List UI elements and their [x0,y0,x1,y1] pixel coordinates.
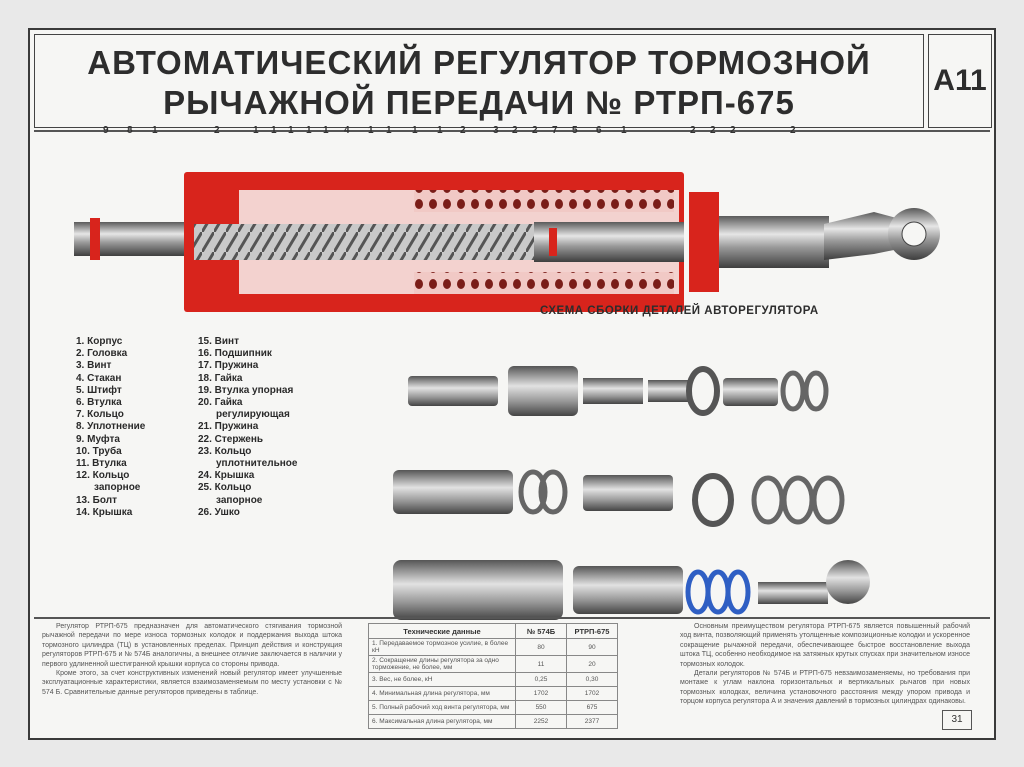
part-item: 23. Кольцо [198,445,252,457]
table-row: 5. Полный рабочий ход винта регулятора, … [368,700,618,715]
head-section [689,192,719,292]
sheet-code: А11 [928,34,992,128]
part-item: запорное [94,482,141,494]
part-item: 26. Ушко [198,506,240,518]
part-item: 12. Кольцо [76,470,130,482]
callout: 1 [621,125,627,136]
callout: 4 [344,125,350,136]
callout: 1 [412,125,418,136]
regulator-cutaway-drawing [74,172,940,312]
description-right: Основным преимуществом регулятора РТРП-6… [680,622,970,707]
part-item: 7. Кольцо [76,409,124,421]
screw [194,224,534,260]
right-tube [719,216,829,268]
part-item: 6. Втулка [76,397,122,409]
paragraph: Кроме этого, за счет конструктивных изме… [42,670,342,696]
part-item: запорное [216,494,263,506]
part-item: 14. Крышка [76,506,133,518]
paragraph: Детали регуляторов № 574Б и РТРП-675 нев… [680,670,970,706]
part-item: 22. Стержень [198,433,264,445]
paragraph: Регулятор РТРП-675 предназначен для авто… [42,623,342,668]
callout: 2 [532,125,538,136]
callout: 2 [512,125,518,136]
callout: 9 [103,125,109,136]
table-header: РТРП-675 [566,623,618,639]
part-item: 18. Гайка [198,372,243,384]
part-item: 10. Труба [76,445,122,457]
part-item: 4. Стакан [76,372,122,384]
callout: 1 [437,125,443,136]
title-box: АВТОМАТИЧЕСКИЙ РЕГУЛЯТОР ТОРМОЗНОЙ РЫЧАЖ… [34,34,924,128]
poster-sheet: АВТОМАТИЧЕСКИЙ РЕГУЛЯТОР ТОРМОЗНОЙ РЫЧАЖ… [28,28,996,740]
callout: 1 [152,125,158,136]
callout: 1 [253,125,259,136]
callout: 3 [493,125,499,136]
poster-title: АВТОМАТИЧЕСКИЙ РЕГУЛЯТОР ТОРМОЗНОЙ РЫЧАЖ… [35,43,923,123]
exploded-assembly-drawing [393,366,870,620]
callout: 2 [790,125,796,136]
title-line-2: РЫЧАЖНОЙ ПЕРЕДАЧИ № РТРП-675 [163,84,795,121]
title-line-1: АВТОМАТИЧЕСКИЙ РЕГУЛЯТОР ТОРМОЗНОЙ [87,44,871,81]
page-number: 31 [942,710,972,730]
part-item: 25. Кольцо [198,482,252,494]
part-item: 16. Подшипник [198,348,272,360]
parts-list-right: 15. Винт 16. Подшипник 17. Пружина 18. Г… [198,336,297,519]
callout: 2 [730,125,736,136]
part-item: 1. Корпус [76,336,123,347]
table-row: 1. Передаваемое тормозное усилие, в боле… [368,638,618,656]
callout: 2 [460,125,466,136]
callout: 1 [323,125,329,136]
callout: 7 [552,125,558,136]
paragraph: Основным преимуществом регулятора РТРП-6… [680,623,970,668]
part-item: 3. Винт [76,360,112,372]
part-item: 11. Втулка [76,458,127,470]
part-item: регулирующая [216,409,290,421]
part-item: 20. Гайка [198,397,243,409]
spring-top [414,190,674,212]
callout: 1 [271,125,277,136]
header-divider [34,130,990,132]
callout: 2 [710,125,716,136]
specs-table: Технические данные № 574Б РТРП-675 1. Пе… [368,623,618,729]
parts-list-left: 1. Корпус 2. Головка 3. Винт 4. Стакан 5… [76,336,145,519]
assembly-scheme-title: СХЕМА СБОРКИ ДЕТАЛЕЙ АВТОРЕГУЛЯТОРА [540,305,819,317]
part-item: 17. Пружина [198,360,259,372]
part-item: уплотнительное [216,458,298,470]
part-item: 21. Пружина [198,421,259,433]
eye-arm [824,212,904,260]
callout: 1 [368,125,374,136]
rod-inner [534,222,684,262]
spring-bottom [414,272,674,294]
callout: 2 [690,125,696,136]
part-item: 24. Крышка [198,470,255,482]
part-item: 5. Штифт [76,384,122,396]
part-item: 8. Уплотнение [76,421,146,433]
part-item: 9. Муфта [76,433,120,445]
bottom-divider [34,617,990,619]
part-item: 19. Втулка упорная [198,384,294,396]
callout: 1 [306,125,312,136]
callout: 8 [127,125,133,136]
part-item: 2. Головка [76,348,128,360]
callout: 1 [386,125,392,136]
callout: 1 [288,125,294,136]
description-left: Регулятор РТРП-675 предназначен для авто… [42,622,342,697]
table-header: № 574Б [515,623,567,639]
callout: 2 [214,125,220,136]
table-header: Технические данные [368,623,516,639]
part-item: 13. Болт [76,494,117,506]
table-row: 2. Сокращение длины регулятора за одно т… [368,655,618,673]
part-item: 15. Винт [198,336,239,347]
callout: 6 [596,125,602,136]
callout: 5 [572,125,578,136]
